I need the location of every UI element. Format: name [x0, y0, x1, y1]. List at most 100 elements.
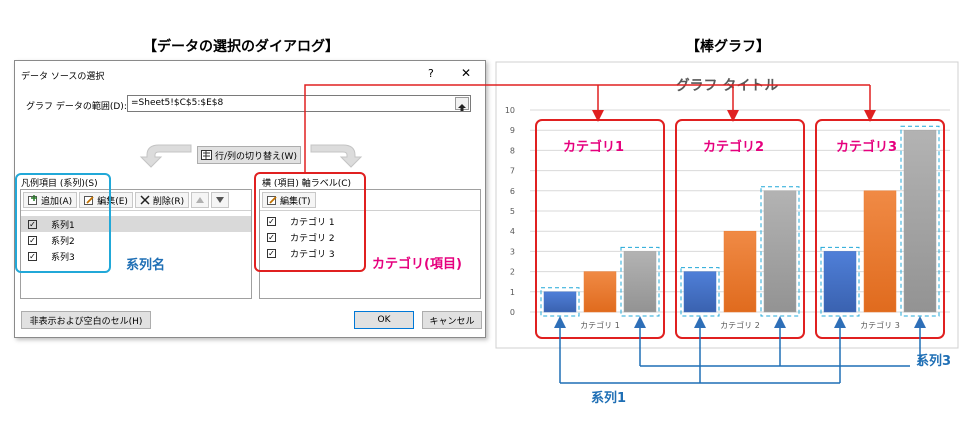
series3-annotation: 系列3	[916, 354, 952, 369]
category-list[interactable]: ✓ カテゴリ 1 ✓ カテゴリ 2 ✓ カテゴリ 3	[260, 210, 480, 298]
left-curved-arrow-icon	[139, 144, 192, 168]
bar	[683, 271, 717, 313]
select-data-source-dialog: データ ソースの選択 ? ✕ グラフ データの範囲(D): =Sheet5!$C…	[14, 60, 486, 338]
y-tick-label: 5	[510, 207, 515, 216]
right-curved-arrow-icon	[310, 144, 363, 168]
bar-dashed-highlight	[540, 287, 580, 317]
y-tick-label: 10	[505, 106, 515, 115]
category1-annotation: カテゴリ1	[563, 140, 625, 155]
series-item-label: 系列2	[51, 236, 75, 247]
category-list-item[interactable]: ✓ カテゴリ 2	[260, 229, 480, 245]
range-select-icon	[458, 104, 466, 111]
checkbox-checked-icon[interactable]: ✓	[267, 248, 276, 258]
y-tick-label: 2	[510, 268, 515, 277]
delete-series-button[interactable]: 削除(R)	[134, 192, 190, 208]
ok-button[interactable]: OK	[354, 311, 414, 329]
category-group-highlight	[815, 119, 945, 339]
y-tick-label: 9	[510, 126, 515, 135]
y-tick-label: 0	[510, 308, 515, 317]
x-tick-label: カテゴリ 1	[580, 320, 620, 330]
axis-toolbar: 編集(T)	[260, 190, 480, 210]
checkbox-checked-icon[interactable]: ✓	[28, 251, 37, 261]
help-button[interactable]: ?	[428, 67, 434, 80]
category2-annotation: カテゴリ2	[703, 140, 765, 155]
arrow-down-icon	[216, 197, 225, 203]
add-series-button[interactable]: 追加(A)	[23, 192, 78, 208]
series1-annotation: 系列1	[591, 391, 627, 406]
y-tick-label: 6	[510, 187, 515, 196]
bar-dashed-highlight	[760, 186, 800, 317]
series-list-item[interactable]: ✓ 系列3	[21, 248, 251, 264]
move-down-button[interactable]	[211, 192, 230, 208]
bar-dashed-highlight	[820, 246, 860, 317]
checkbox-checked-icon[interactable]: ✓	[267, 232, 276, 242]
bar	[903, 129, 937, 313]
add-icon	[28, 195, 37, 205]
edit-series-label: 編集(E)	[97, 196, 128, 207]
switch-row-column-button[interactable]: 行/列の切り替え(W)	[197, 146, 301, 164]
chart-section-heading: 【棒グラフ】	[686, 39, 770, 55]
checkbox-checked-icon[interactable]: ✓	[28, 219, 37, 229]
series-list[interactable]: ✓ 系列1 ✓ 系列2 ✓ 系列3	[21, 210, 251, 298]
close-button[interactable]: ✕	[461, 66, 472, 80]
range-input[interactable]: =Sheet5!$C$5:$E$8	[127, 95, 471, 112]
category-list-item[interactable]: ✓ カテゴリ 1	[260, 213, 480, 229]
category-item-annotation: カテゴリ(項目)	[372, 257, 462, 272]
edit-series-button[interactable]: 編集(E)	[79, 192, 133, 208]
legend-panel: 追加(A) 編集(E) 削除(R) ✓ 系列1 ✓	[20, 189, 252, 299]
delete-series-label: 削除(R)	[152, 196, 185, 207]
legend-entries-header: 凡例項目 (系列)(S)	[21, 179, 98, 189]
series-item-label: 系列1	[51, 220, 75, 231]
y-tick-label: 1	[510, 288, 515, 297]
dialog-title: データ ソースの選択	[21, 72, 105, 82]
move-up-button[interactable]	[191, 192, 210, 208]
axis-labels-panel: 編集(T) ✓ カテゴリ 1 ✓ カテゴリ 2 ✓ カテゴリ 3	[259, 189, 481, 299]
bar	[723, 230, 757, 313]
bar	[863, 190, 897, 313]
range-value: =Sheet5!$C$5:$E$8	[131, 98, 224, 108]
bar	[623, 251, 657, 313]
edit-icon	[267, 196, 277, 205]
category-highlight	[254, 172, 366, 272]
delete-icon	[140, 195, 150, 205]
series-item-label: 系列3	[51, 252, 75, 263]
dialog-section-heading: 【データの選択のダイアログ】	[143, 39, 339, 55]
series-name-annotation: 系列名	[126, 258, 166, 273]
series-name-highlight	[15, 173, 111, 273]
category-item-label: カテゴリ 2	[290, 233, 335, 244]
y-tick-label: 7	[510, 167, 515, 176]
category-item-label: カテゴリ 3	[290, 249, 335, 260]
arrow-up-icon	[196, 197, 205, 203]
edit-axis-labels-button[interactable]: 編集(T)	[262, 192, 316, 208]
cancel-button[interactable]: キャンセル	[422, 311, 482, 329]
range-label: グラフ データの範囲(D):	[26, 102, 127, 112]
category-list-item[interactable]: ✓ カテゴリ 3	[260, 245, 480, 261]
switch-row-column-label: 行/列の切り替え(W)	[215, 151, 297, 162]
add-series-label: 追加(A)	[41, 196, 73, 207]
axis-labels-header: 横 (項目) 軸ラベル(C)	[262, 179, 352, 189]
checkbox-checked-icon[interactable]: ✓	[267, 216, 276, 226]
bar-dashed-highlight	[620, 246, 660, 317]
x-tick-label: カテゴリ 2	[720, 320, 760, 330]
collapse-range-button[interactable]	[455, 97, 469, 111]
checkbox-checked-icon[interactable]: ✓	[28, 235, 37, 245]
y-tick-label: 8	[510, 146, 515, 155]
category3-annotation: カテゴリ3	[836, 140, 898, 155]
category-item-label: カテゴリ 1	[290, 217, 335, 228]
series-list-item[interactable]: ✓ 系列1	[21, 216, 251, 232]
y-tick-label: 4	[510, 227, 515, 236]
bar	[583, 271, 617, 313]
category-connector-line	[304, 84, 870, 172]
hidden-empty-cells-button[interactable]: 非表示および空白のセル(H)	[21, 311, 151, 329]
bar	[823, 251, 857, 313]
switch-icon	[201, 150, 213, 160]
edit-axis-labels-label: 編集(T)	[280, 196, 311, 207]
x-tick-label: カテゴリ 3	[860, 320, 900, 330]
legend-toolbar: 追加(A) 編集(E) 削除(R)	[21, 190, 251, 210]
category-group-highlight	[675, 119, 805, 339]
series-list-item[interactable]: ✓ 系列2	[21, 232, 251, 248]
edit-icon	[84, 196, 94, 205]
y-tick-label: 3	[510, 247, 515, 256]
bar	[763, 190, 797, 313]
